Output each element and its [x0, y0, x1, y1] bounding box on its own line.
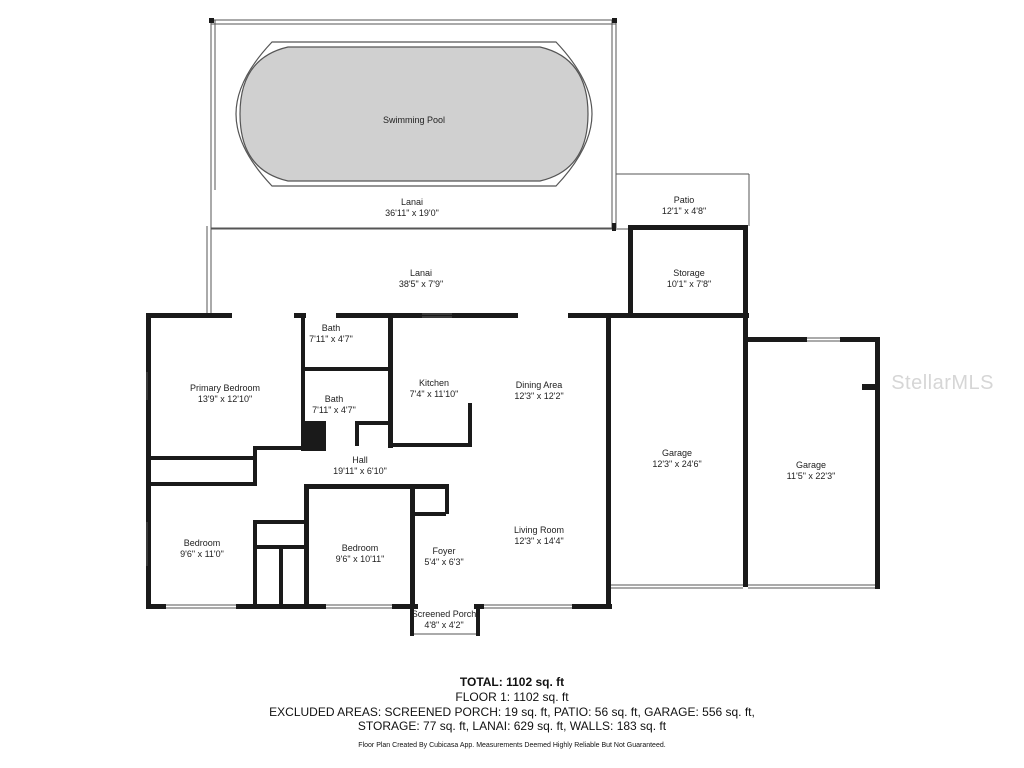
label-garage-1: Garage [662, 448, 692, 458]
label-bath-1: Bath [322, 323, 341, 333]
summary-excluded-line1: EXCLUDED AREAS: SCREENED PORCH: 19 sq. f… [269, 705, 755, 719]
dims-patio: 12'1" x 4'8" [662, 206, 706, 216]
dims-living-room: 12'3" x 14'4" [514, 536, 563, 546]
label-foyer: Foyer [432, 546, 455, 556]
dims-storage: 10'1" x 7'8" [667, 279, 711, 289]
summary-total: TOTAL: 1102 sq. ft [459, 675, 565, 689]
dims-bath-1: 7'11" x 4'7" [309, 334, 353, 344]
label-bath-2: Bath [325, 394, 344, 404]
dims-garage-1: 12'3" x 24'6" [652, 459, 701, 469]
dims-dining-area: 12'3" x 12'2" [514, 391, 563, 401]
label-swimming-pool: Swimming Pool [383, 115, 445, 125]
label-kitchen: Kitchen [419, 378, 449, 388]
label-patio: Patio [674, 195, 695, 205]
dims-bedroom-2: 9'6" x 10'11" [336, 554, 385, 564]
dims-garage-2: 11'5" x 22'3" [787, 471, 836, 481]
label-bedroom-2: Bedroom [342, 543, 379, 553]
patio-outline [616, 173, 750, 226]
dims-lanai-lower: 38'5" x 7'9" [399, 279, 443, 289]
dims-bath-2: 7'11" x 4'7" [312, 405, 356, 415]
label-bedroom-1: Bedroom [184, 538, 221, 548]
label-hall: Hall [352, 455, 368, 465]
label-screened-porch: Screened Porch [412, 609, 477, 619]
dims-lanai-upper: 36'11" x 19'0" [385, 208, 439, 218]
watermark: StellarMLS [891, 372, 994, 394]
pool-shape [235, 41, 593, 187]
dims-primary-bedroom: 13'9" x 12'10" [198, 394, 252, 404]
walls [146, 223, 880, 636]
summary-excluded-line2: STORAGE: 77 sq. ft, LANAI: 629 sq. ft, W… [357, 719, 667, 733]
lower-lanai-outline [206, 226, 628, 314]
label-garage-2: Garage [796, 460, 826, 470]
garage-doors [611, 584, 875, 589]
pool-enclosure [209, 18, 617, 229]
label-dining-area: Dining Area [516, 380, 563, 390]
dims-bedroom-1: 9'6" x 11'0" [180, 549, 224, 559]
dims-kitchen: 7'4" x 11'10" [410, 389, 459, 399]
room-labels: Swimming Pool Lanai 36'11" x 19'0" Patio… [180, 115, 835, 630]
dims-foyer: 5'4" x 6'3" [424, 557, 463, 567]
label-lanai-upper: Lanai [401, 197, 423, 207]
summary-floor1: FLOOR 1: 1102 sq. ft [455, 690, 569, 704]
label-lanai-lower: Lanai [410, 268, 432, 278]
label-storage: Storage [673, 268, 705, 278]
dims-screened-porch: 4'8" x 4'2" [424, 620, 463, 630]
label-living-room: Living Room [514, 525, 564, 535]
label-primary-bedroom: Primary Bedroom [190, 383, 260, 393]
dims-hall: 19'11" x 6'10" [333, 466, 387, 476]
summary-credit: Floor Plan Created By Cubicasa App. Meas… [358, 742, 666, 749]
windows [146, 313, 840, 635]
